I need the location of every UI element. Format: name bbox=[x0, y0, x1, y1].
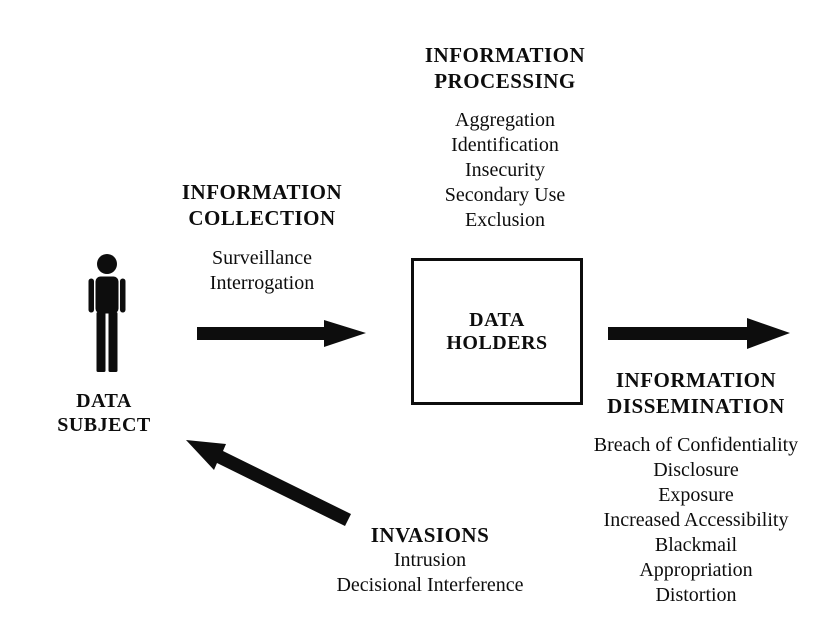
information-collection-section: INFORMATION COLLECTION Surveillance Inte… bbox=[152, 179, 372, 296]
information-dissemination-items: Breach of Confidentiality Disclosure Exp… bbox=[576, 433, 816, 608]
information-processing-title: INFORMATION PROCESSING bbox=[424, 43, 586, 93]
dissemination-item: Breach of Confidentiality bbox=[593, 434, 799, 456]
processing-item: Insecurity bbox=[465, 159, 545, 181]
information-processing-section: INFORMATION PROCESSING Aggregation Ident… bbox=[395, 42, 615, 233]
person-head bbox=[97, 254, 117, 274]
data-holders-label: DATA HOLDERS bbox=[446, 308, 548, 354]
processing-item: Exclusion bbox=[465, 209, 545, 231]
invasions-arrow-icon bbox=[186, 440, 351, 526]
person-left-leg bbox=[96, 312, 106, 372]
information-collection-title: INFORMATION COLLECTION bbox=[181, 180, 343, 230]
dissemination-item: Increased Accessibility bbox=[603, 509, 789, 531]
information-dissemination-section: INFORMATION DISSEMINATION Breach of Conf… bbox=[576, 367, 816, 608]
person-left-arm bbox=[88, 278, 94, 313]
dissemination-item: Disclosure bbox=[653, 459, 739, 481]
person-icon bbox=[88, 254, 126, 372]
information-processing-items: Aggregation Identification Insecurity Se… bbox=[395, 108, 615, 233]
dissemination-item: Blackmail bbox=[654, 534, 738, 556]
collection-arrow-icon bbox=[197, 320, 366, 347]
invasions-item: Decisional Interference bbox=[336, 574, 524, 596]
person-torso bbox=[95, 276, 119, 314]
person-right-leg bbox=[108, 312, 118, 372]
collection-item: Surveillance bbox=[212, 247, 312, 269]
dissemination-item: Exposure bbox=[658, 484, 734, 506]
invasions-item: Intrusion bbox=[393, 549, 467, 571]
data-subject-label: DATA SUBJECT bbox=[57, 390, 151, 436]
data-holders-box: DATA HOLDERS bbox=[411, 258, 583, 405]
dissemination-item: Appropriation bbox=[639, 559, 753, 581]
information-collection-items: Surveillance Interrogation bbox=[152, 246, 372, 296]
invasions-title: INVASIONS bbox=[370, 523, 490, 547]
dissemination-item: Distortion bbox=[655, 584, 737, 606]
invasions-section: INVASIONS Intrusion Decisional Interfere… bbox=[320, 522, 540, 598]
processing-item: Identification bbox=[451, 134, 559, 156]
collection-item: Interrogation bbox=[209, 272, 315, 294]
processing-item: Secondary Use bbox=[444, 184, 566, 206]
person-right-arm bbox=[120, 278, 126, 313]
processing-item: Aggregation bbox=[455, 109, 555, 131]
dissemination-arrow-icon bbox=[608, 318, 790, 349]
invasions-items: Intrusion Decisional Interference bbox=[320, 548, 540, 598]
information-dissemination-title: INFORMATION DISSEMINATION bbox=[607, 368, 785, 418]
